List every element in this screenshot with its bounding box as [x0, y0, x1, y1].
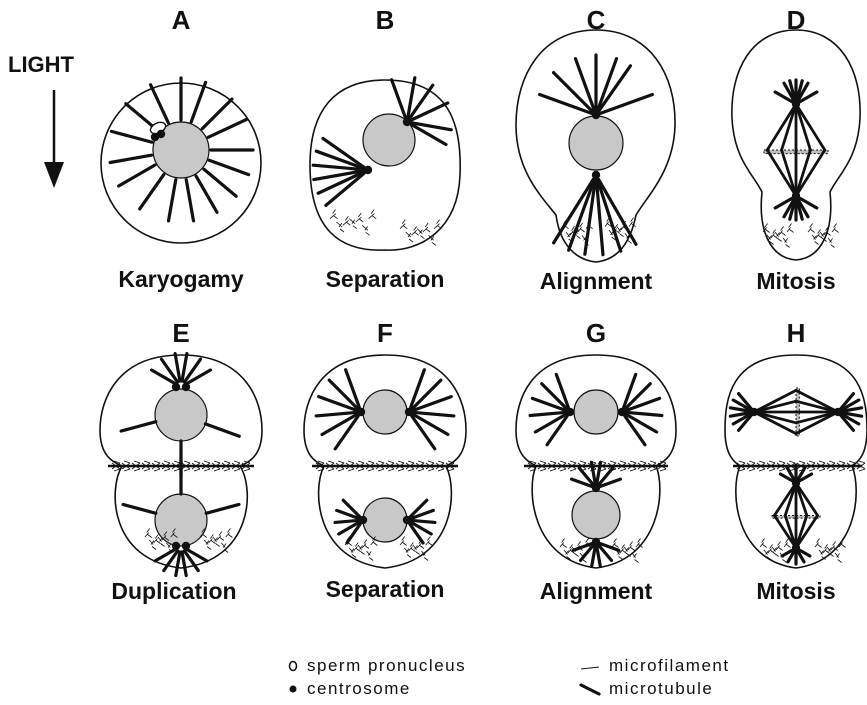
panel-caption-h: Mitosis — [756, 578, 835, 605]
light-label: LIGHT — [8, 52, 74, 78]
microtubule — [182, 552, 186, 576]
nucleus — [155, 389, 207, 441]
panel-letter-h: H — [787, 318, 806, 349]
microtubule — [191, 82, 205, 121]
microtubule — [316, 412, 356, 415]
microtubule — [209, 160, 248, 174]
spindle-fiber — [774, 516, 796, 549]
spindle-fiber — [796, 150, 810, 196]
panel-caption-g: Alignment — [540, 578, 652, 605]
microtubule — [627, 412, 662, 415]
spindle-fiber — [796, 104, 825, 150]
panel-letter-b: B — [376, 5, 395, 36]
nucleus — [363, 390, 407, 434]
microfilament — [612, 539, 643, 563]
spindle-fiber — [782, 104, 796, 150]
microfilament — [400, 537, 432, 561]
centrosome-icon — [287, 683, 299, 695]
spindle-fiber — [796, 390, 838, 412]
spindle-fiber — [796, 401, 838, 412]
panel-letter-a: A — [172, 5, 191, 36]
microfilament — [763, 224, 794, 248]
microtubule — [412, 520, 435, 522]
nucleus — [574, 390, 618, 434]
microfilament — [330, 210, 376, 236]
legend-sperm-pronucleus: sperm pronucleus — [287, 656, 466, 676]
spindle-fiber — [796, 412, 838, 434]
nucleus — [363, 498, 407, 542]
microfilament — [560, 539, 591, 563]
panel-caption-c: Alignment — [540, 268, 652, 295]
panel-letter-f: F — [377, 318, 393, 349]
panel-caption-a: Karyogamy — [118, 266, 243, 293]
spindle-fiber — [767, 150, 796, 196]
light-arrow-head — [44, 162, 64, 188]
spindle-fiber — [754, 412, 796, 423]
microtubule — [599, 179, 637, 244]
panel-letter-e: E — [172, 318, 189, 349]
spindle-fiber — [767, 104, 796, 150]
spindle-fiber — [774, 483, 796, 516]
legend-sperm-pronucleus-label: sperm pronucleus — [307, 656, 466, 676]
spindle-fiber — [796, 516, 818, 549]
nucleus — [569, 116, 623, 170]
spindle-fiber — [796, 412, 838, 423]
spindle-fiber — [796, 150, 825, 196]
microtubule — [110, 155, 151, 162]
spindle-fiber — [782, 150, 796, 196]
spindle-fiber — [754, 401, 796, 412]
microfilament — [760, 539, 791, 563]
microfilament-icon — [579, 660, 601, 672]
panel-letter-c: C — [587, 5, 606, 36]
spindle-fiber — [796, 104, 810, 150]
microtubule — [204, 169, 236, 196]
microtubule — [140, 175, 164, 209]
microfilament — [815, 539, 846, 563]
spindle-fiber — [754, 412, 796, 434]
legend-microfilament: microfilament — [579, 656, 730, 676]
nucleus — [572, 491, 620, 539]
legend-centrosome: centrosome — [287, 679, 411, 699]
nucleus — [155, 494, 207, 546]
microtubule — [121, 422, 156, 431]
microfilament — [200, 529, 232, 553]
microtubule — [392, 80, 406, 118]
microtubule — [335, 520, 358, 522]
microtubule — [598, 59, 617, 111]
panel-caption-e: Duplication — [111, 578, 236, 605]
legend-microfilament-label: microfilament — [609, 656, 730, 676]
microtubule — [186, 180, 193, 221]
legend-microtubule: microtubule — [579, 679, 713, 699]
centrosome — [151, 133, 159, 141]
microtubule — [414, 412, 454, 415]
microtubule — [123, 504, 156, 513]
microtubule — [119, 165, 155, 186]
microtubule — [202, 99, 232, 129]
microtubule — [206, 504, 239, 513]
microtubule — [205, 424, 239, 436]
spindle-fiber — [796, 483, 818, 516]
microtubule — [530, 412, 565, 415]
microtubule — [111, 131, 152, 142]
panel-letter-g: G — [586, 318, 606, 349]
microtubule — [597, 547, 600, 566]
microtubule — [151, 85, 169, 123]
microtubule — [196, 176, 217, 212]
microtubule — [323, 138, 364, 167]
sperm-pronucleus-icon — [287, 660, 299, 672]
microtubule — [168, 180, 175, 221]
microtubule — [176, 552, 180, 576]
panel-caption-f: Separation — [326, 576, 445, 603]
panel-caption-d: Mitosis — [756, 268, 835, 295]
microtubule — [208, 120, 246, 138]
microtubule-icon — [579, 682, 601, 696]
legend-centrosome-label: centrosome — [307, 679, 411, 699]
panel-caption-b: Separation — [326, 266, 445, 293]
panel-letter-d: D — [787, 5, 806, 36]
spindle-fiber — [754, 390, 796, 412]
microfilament — [808, 224, 839, 248]
microtubule — [592, 547, 595, 566]
legend-microtubule-label: microtubule — [609, 679, 713, 699]
